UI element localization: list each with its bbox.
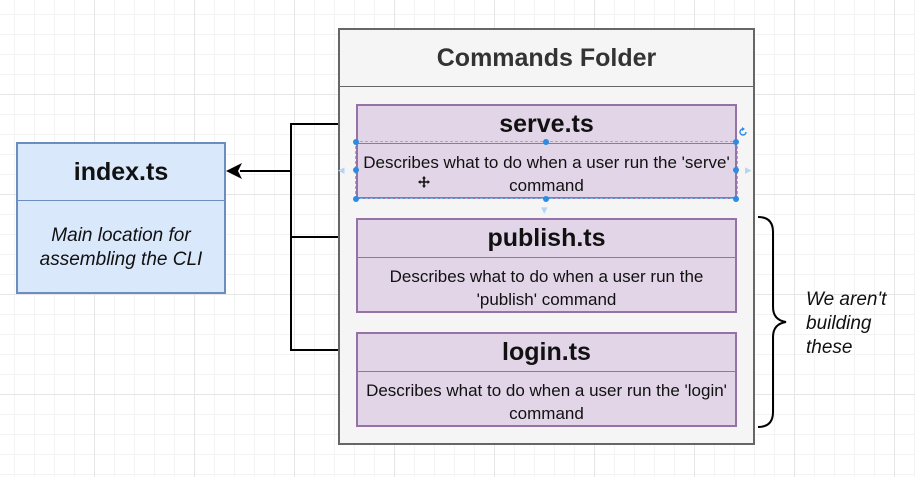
selection-outline [355,141,738,199]
resize-handle[interactable] [543,139,549,145]
index-ts-title: index.ts [73,157,169,186]
resize-handle[interactable] [353,196,359,202]
index-ts-box[interactable]: index.ts Main location for assembling th… [16,142,226,294]
not-building-note: We aren't building these [806,289,887,358]
folder-title: Commands Folder [340,30,753,87]
left-ghost-arrow-icon[interactable]: ◂ [338,162,345,177]
card-divider [358,257,735,258]
publish-ts-description: Describes what to do when a user run the… [389,267,704,309]
arrow-head-icon [226,163,242,179]
login-ts-title: login.ts [502,338,591,366]
publish-ts-card[interactable]: publish.ts Describes what to do when a u… [356,218,737,313]
resize-handle[interactable] [733,139,739,145]
resize-handle[interactable] [353,139,359,145]
login-ts-card[interactable]: login.ts Describes what to do when a use… [356,332,737,427]
rotate-handle-icon[interactable] [737,126,749,138]
right-ghost-arrow-icon[interactable]: ▸ [745,162,752,177]
serve-ts-description: Describes what to do when a user run the… [363,153,730,195]
resize-handle[interactable] [733,167,739,173]
move-cursor-icon [418,176,430,188]
down-ghost-arrow-icon[interactable]: ▾ [541,202,548,217]
index-divider [18,200,224,201]
serve-ts-title: serve.ts [499,110,594,138]
index-ts-description: Main location for assembling the CLI [39,225,203,270]
resize-handle[interactable] [543,196,549,202]
card-divider [358,371,735,372]
resize-handle[interactable] [353,167,359,173]
login-ts-description: Describes what to do when a user run the… [366,381,727,423]
publish-ts-title: publish.ts [487,224,606,252]
curly-brace [757,216,787,428]
resize-handle[interactable] [733,196,739,202]
